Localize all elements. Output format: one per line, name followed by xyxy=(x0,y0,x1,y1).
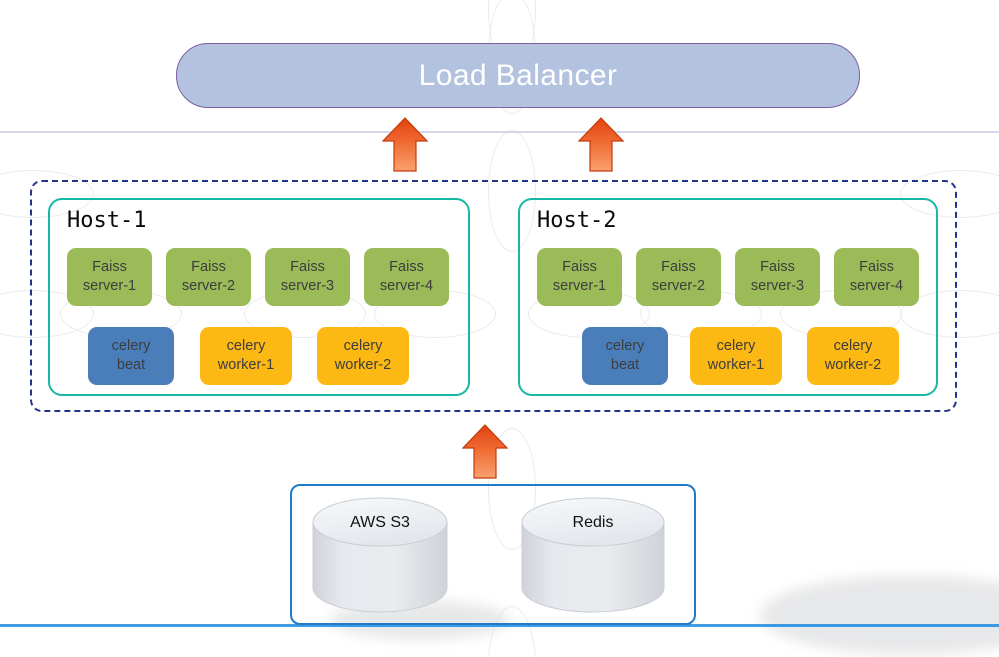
faiss-server-chip[interactable]: Faiss server-3 xyxy=(265,248,350,306)
chip-line-1: Faiss xyxy=(191,259,226,276)
chip-line-2: server-2 xyxy=(651,278,706,294)
chip-line-2: server-2 xyxy=(181,278,236,294)
arrow-storage-to-cluster xyxy=(461,424,509,480)
load-balancer-node[interactable]: Load Balancer xyxy=(176,43,860,108)
chip-line-1: celery xyxy=(605,338,645,355)
faiss-server-chip[interactable]: Faiss server-2 xyxy=(166,248,251,306)
chip-line-1: Faiss xyxy=(290,259,325,276)
chip-line-1: celery xyxy=(226,338,266,355)
chip-line-1: Faiss xyxy=(562,259,597,276)
arrow-host1-to-load-balancer xyxy=(381,117,429,173)
chip-line-1: Faiss xyxy=(92,259,127,276)
chip-line-2: beat xyxy=(116,357,146,373)
celery-worker-chip[interactable]: celery worker-1 xyxy=(200,327,292,385)
page-hairline xyxy=(0,131,999,133)
host-1-title: Host-1 xyxy=(67,208,147,233)
celery-worker-chip[interactable]: celery worker-2 xyxy=(317,327,409,385)
chip-line-2: worker-1 xyxy=(217,357,275,373)
faiss-server-chip[interactable]: Faiss server-2 xyxy=(636,248,721,306)
arrow-host2-to-load-balancer xyxy=(577,117,625,173)
chip-line-2: server-4 xyxy=(379,278,434,294)
faiss-server-chip[interactable]: Faiss server-4 xyxy=(364,248,449,306)
storage-group-box xyxy=(290,484,696,625)
chip-line-1: celery xyxy=(343,338,383,355)
celery-beat-chip[interactable]: celery beat xyxy=(88,327,174,385)
chip-line-2: server-3 xyxy=(280,278,335,294)
chip-line-1: celery xyxy=(716,338,756,355)
celery-beat-chip[interactable]: celery beat xyxy=(582,327,668,385)
chip-line-2: worker-2 xyxy=(824,357,882,373)
cylinder-database-icon[interactable]: Redis xyxy=(519,496,667,614)
chip-line-2: server-4 xyxy=(849,278,904,294)
cylinder-database-icon[interactable]: AWS S3 xyxy=(310,496,450,614)
chip-line-2: server-3 xyxy=(750,278,805,294)
chip-line-2: server-1 xyxy=(552,278,607,294)
celery-worker-chip[interactable]: celery worker-1 xyxy=(690,327,782,385)
chip-line-1: Faiss xyxy=(859,259,894,276)
chip-line-2: beat xyxy=(610,357,640,373)
host-box-host-1[interactable]: Host-1 Faiss server-1 Faiss server-2 Fai… xyxy=(48,198,470,396)
chip-line-1: Faiss xyxy=(760,259,795,276)
load-balancer-label: Load Balancer xyxy=(418,58,618,92)
host-2-title: Host-2 xyxy=(537,208,617,233)
chip-line-2: server-1 xyxy=(82,278,137,294)
cluster-boundary xyxy=(30,180,957,412)
faiss-server-chip[interactable]: Faiss server-1 xyxy=(537,248,622,306)
faiss-server-chip[interactable]: Faiss server-3 xyxy=(735,248,820,306)
chip-line-1: celery xyxy=(833,338,873,355)
chip-line-1: Faiss xyxy=(661,259,696,276)
host-box-host-2[interactable]: Host-2 Faiss server-1 Faiss server-2 Fai… xyxy=(518,198,938,396)
chip-line-2: worker-2 xyxy=(334,357,392,373)
chip-line-1: celery xyxy=(111,338,151,355)
faiss-server-chip[interactable]: Faiss server-1 xyxy=(67,248,152,306)
faiss-server-chip[interactable]: Faiss server-4 xyxy=(834,248,919,306)
chip-line-2: worker-1 xyxy=(707,357,765,373)
page-smudge xyxy=(760,575,999,655)
celery-worker-chip[interactable]: celery worker-2 xyxy=(807,327,899,385)
page-hairline xyxy=(0,624,999,627)
chip-line-1: Faiss xyxy=(389,259,424,276)
